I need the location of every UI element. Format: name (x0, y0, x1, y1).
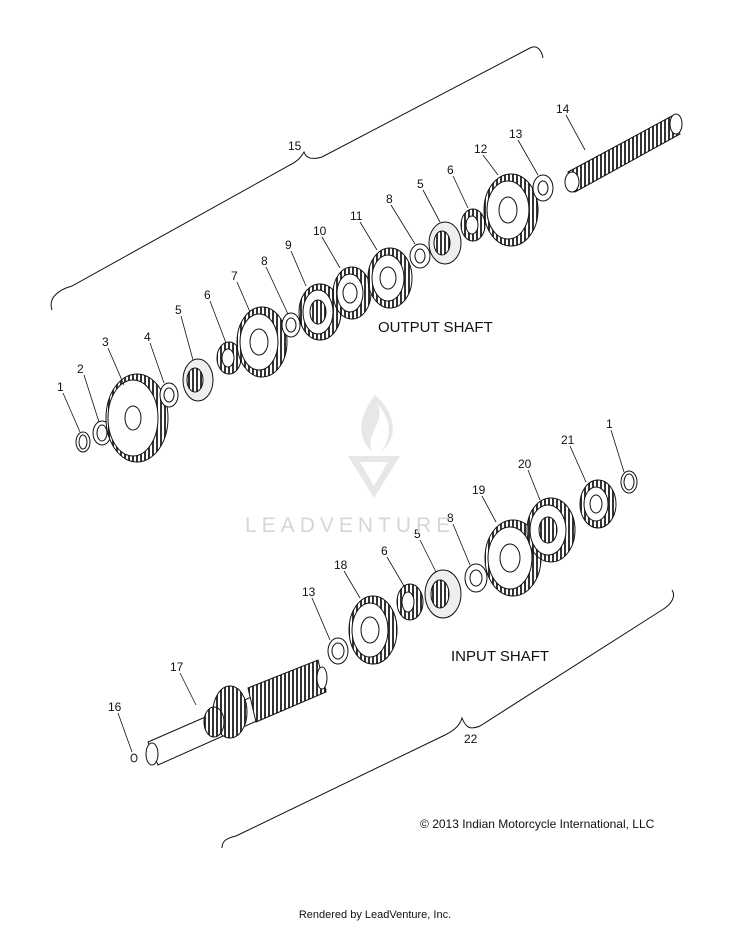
input-shaft-parts (130, 470, 638, 766)
callout-input-5: 5 (414, 527, 421, 541)
callout-output-10: 10 (313, 224, 327, 238)
output-part-7-gear (236, 306, 288, 378)
input-part-20-gear (526, 497, 576, 563)
output-part-12-gear (483, 173, 539, 247)
callout-input-6: 6 (381, 544, 388, 558)
output-part-11-gear (367, 247, 413, 309)
callout-input-1: 1 (606, 417, 613, 431)
callout-output-11: 11 (350, 209, 363, 223)
input-part-19-gear (484, 519, 542, 597)
output-part-9-gear (298, 283, 342, 341)
callout-input-18: 18 (334, 558, 348, 572)
footer-credit: Rendered by LeadVenture, Inc. (298, 909, 452, 921)
callout-output-6b: 6 (447, 163, 454, 177)
output-part-5b-shift-dog (428, 221, 462, 265)
output-shaft-brace (50, 46, 544, 311)
callout-output-1: 1 (57, 380, 64, 394)
callout-input-19: 19 (472, 483, 486, 497)
output-part-6-bearing (216, 341, 242, 375)
output-part-1-snap-ring (75, 431, 91, 453)
copyright-symbol: © (420, 817, 429, 831)
input-part-5-shift-dog (424, 569, 462, 619)
callout-output-assembly: 15 (288, 139, 302, 153)
input-part-21-gear (579, 479, 617, 529)
output-part-3-gear (105, 373, 169, 463)
output-part-8-bushing (281, 312, 301, 338)
input-callouts: 16 17 13 18 6 5 8 19 20 21 1 (108, 417, 613, 714)
output-shaft-parts (75, 113, 683, 463)
callout-output-4: 4 (144, 330, 151, 344)
watermark-logo (348, 395, 400, 498)
copyright-text: 2013 Indian Motorcycle International, LL… (432, 817, 655, 831)
callout-output-8b: 8 (386, 192, 393, 206)
output-part-8b-bushing (409, 243, 431, 269)
input-part-6-bearing (396, 583, 424, 621)
callout-output-7: 7 (231, 269, 238, 283)
output-part-14-shaft (564, 113, 683, 193)
output-callouts: 1 2 3 4 5 6 7 8 9 10 11 8 5 6 12 13 14 (57, 102, 570, 394)
input-part-8-bushing (464, 563, 488, 593)
callout-output-6: 6 (204, 288, 211, 302)
callout-input-assembly: 22 (464, 732, 478, 746)
output-part-5-shift-dog (182, 358, 214, 402)
callout-output-5: 5 (175, 303, 182, 317)
callout-input-8: 8 (447, 511, 454, 525)
callout-output-8: 8 (261, 254, 268, 268)
input-part-1-snap-ring (620, 470, 638, 494)
output-part-4-bushing (159, 382, 179, 408)
input-part-13-bearing (327, 637, 349, 665)
callout-output-14: 14 (556, 102, 570, 116)
callout-input-17: 17 (170, 660, 184, 674)
input-part-17-shaft (145, 659, 328, 766)
output-part-10-gear (332, 266, 372, 320)
output-part-6b-bearing (460, 208, 486, 242)
input-part-18-gear (348, 595, 398, 665)
input-part-16-plug (130, 753, 138, 763)
callout-output-12: 12 (474, 142, 488, 156)
output-part-13-bearing (532, 174, 554, 202)
callout-output-3: 3 (102, 335, 109, 349)
output-shaft-title: OUTPUT SHAFT (378, 319, 493, 336)
callout-output-5b: 5 (417, 177, 424, 191)
input-shaft-brace (221, 589, 675, 849)
callout-input-16: 16 (108, 700, 122, 714)
callout-input-20: 20 (518, 457, 532, 471)
watermark-text: LEADVENTURE (245, 514, 456, 537)
callout-output-13: 13 (509, 127, 523, 141)
callout-output-9: 9 (285, 238, 292, 252)
input-shaft-title: INPUT SHAFT (451, 648, 549, 665)
copyright-notice: © 2013 Indian Motorcycle International, … (420, 817, 654, 831)
callout-input-21: 21 (561, 433, 575, 447)
callout-output-2: 2 (77, 362, 84, 376)
leader-lines (62, 114, 625, 753)
callout-input-13: 13 (302, 585, 316, 599)
